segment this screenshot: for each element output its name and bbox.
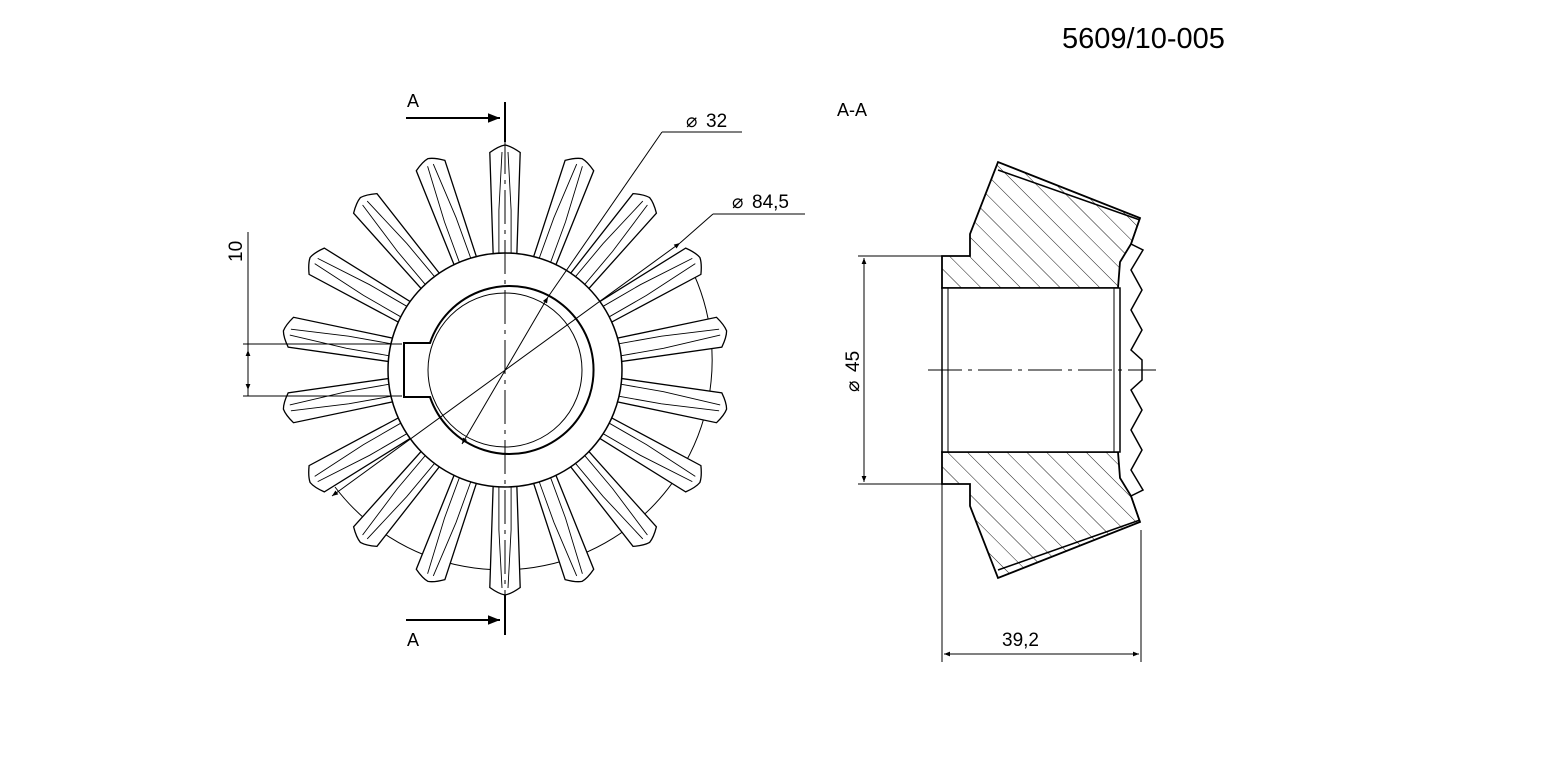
cut-label-top: A (407, 91, 419, 111)
gear-tooth (282, 316, 399, 363)
bore-diameter-value: 32 (706, 111, 727, 132)
tooth-flank-top (997, 169, 1141, 221)
section-view: ⌀ 45 39,2 (843, 160, 1156, 662)
gear-tooth (531, 157, 595, 271)
part-number: 5609/10-005 (1062, 23, 1225, 55)
dimension-overall-length: 39,2 (941, 484, 1142, 662)
front-view: A A ⌀ 32 ⌀ 84,5 10 (226, 91, 805, 650)
overall-length-value: 39,2 (1002, 630, 1039, 651)
gear-tooth (415, 469, 479, 583)
dimension-hub-diameter: ⌀ 45 (843, 255, 942, 485)
tooth-flank-bottom (997, 519, 1141, 571)
dimension-keyway-width: 10 (226, 232, 402, 397)
outer-diameter-value: 84,5 (752, 192, 789, 213)
gear-tooth (611, 377, 728, 424)
hub-diameter-symbol: ⌀ (843, 381, 864, 392)
bore-diameter-symbol: ⌀ (686, 111, 697, 132)
gear-tooth-ridge (498, 485, 512, 589)
cut-label-bottom: A (407, 630, 419, 650)
gear-tooth (531, 469, 595, 583)
section-view-label: A-A (837, 100, 867, 120)
section-body-upper (941, 160, 1142, 289)
outer-diameter-symbol: ⌀ (732, 192, 743, 213)
gear-tooth (415, 157, 479, 271)
section-body-lower (941, 451, 1142, 580)
keyway-width-value: 10 (226, 241, 247, 262)
hub-diameter-value: 45 (843, 351, 864, 372)
gear-tooth (611, 316, 728, 363)
gear-tooth (282, 377, 399, 424)
dimension-outer-diameter: ⌀ 84,5 (331, 192, 805, 497)
tip-circle (334, 265, 713, 571)
gear-tooth-ridge (498, 151, 512, 255)
